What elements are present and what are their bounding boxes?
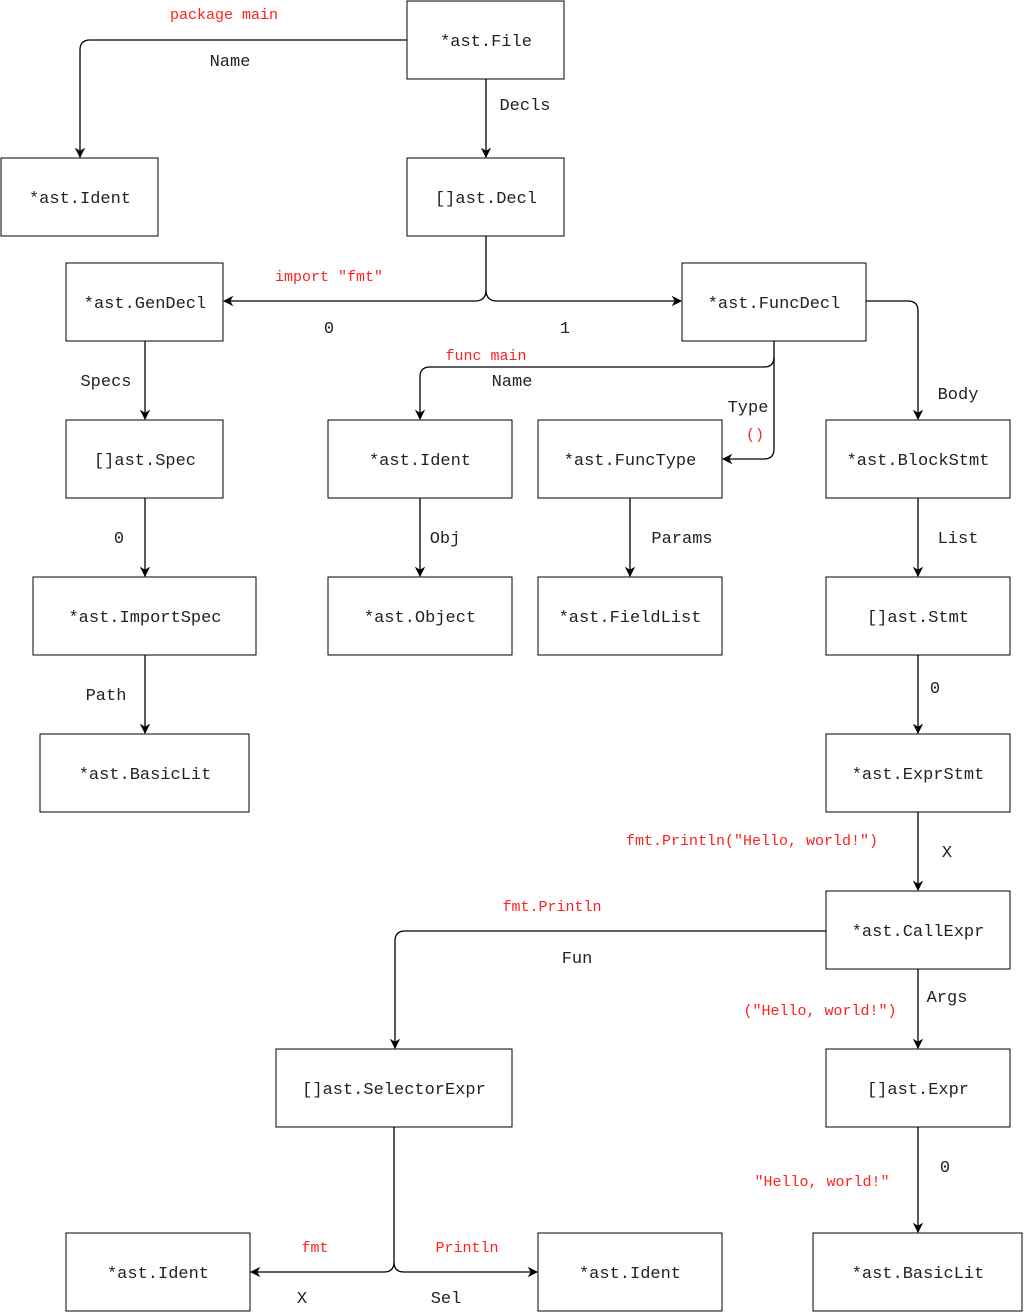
annotation: import "fmt"	[275, 269, 383, 286]
node-label: []ast.Spec	[94, 452, 196, 471]
edge-funcdecl-body	[866, 300, 924, 421]
node-label: *ast.Ident	[107, 1265, 209, 1284]
node-label: *ast.File	[440, 33, 532, 52]
node-label: *ast.BasicLit	[79, 766, 212, 785]
edge-label: X	[297, 1290, 307, 1309]
edge-label: X	[942, 844, 952, 863]
edge-funcdecl-type	[721, 357, 775, 465]
node-label: *ast.Object	[364, 609, 476, 628]
edge-label: Name	[210, 53, 251, 72]
annotation: func main	[445, 348, 526, 365]
annotation: Println	[435, 1240, 498, 1257]
edge-label: 0	[940, 1159, 950, 1178]
node-importspec[interactable]: *ast.ImportSpec	[32, 576, 257, 656]
node-label: *ast.FuncDecl	[708, 295, 841, 314]
node-exprstmt[interactable]: *ast.ExprStmt	[825, 733, 1011, 813]
node-label: []ast.SelectorExpr	[302, 1081, 486, 1100]
node-specs[interactable]: []ast.Spec	[65, 419, 224, 499]
node-label: *ast.ExprStmt	[852, 766, 985, 785]
edge-label: Fun	[562, 950, 593, 969]
node-callexpr[interactable]: *ast.CallExpr	[825, 890, 1011, 970]
node-label: *ast.Ident	[29, 190, 131, 209]
node-label: []ast.Stmt	[867, 609, 969, 628]
node-blockstmt[interactable]: *ast.BlockStmt	[825, 419, 1011, 499]
node-label: *ast.Ident	[579, 1265, 681, 1284]
node-func-ident[interactable]: *ast.Ident	[327, 419, 513, 499]
node-label: *ast.FieldList	[559, 609, 702, 628]
annotation: ()	[746, 427, 764, 444]
edge-label: Sel	[431, 1290, 462, 1309]
annotations: package main import "fmt" func main () f…	[170, 7, 897, 1257]
edge-decl-1	[485, 289, 683, 307]
node-label: *ast.CallExpr	[852, 923, 985, 942]
edge-label: List	[938, 530, 979, 549]
node-label: *ast.BlockStmt	[847, 452, 990, 471]
edge-label: Specs	[80, 373, 131, 392]
node-object[interactable]: *ast.Object	[327, 576, 513, 656]
node-basiclit-path[interactable]: *ast.BasicLit	[39, 733, 250, 813]
node-ident-x[interactable]: *ast.Ident	[65, 1232, 251, 1312]
node-stmts[interactable]: []ast.Stmt	[825, 576, 1011, 656]
node-fieldlist[interactable]: *ast.FieldList	[537, 576, 723, 656]
node-funcdecl[interactable]: *ast.FuncDecl	[681, 262, 867, 342]
annotation: fmt.Println("Hello, world!")	[626, 833, 878, 850]
node-gendecl[interactable]: *ast.GenDecl	[65, 262, 224, 342]
edge-call-fun	[389, 930, 826, 1050]
edge-label: Obj	[430, 530, 461, 549]
edge-label: Path	[86, 687, 127, 706]
edge-sel-sel	[393, 1261, 539, 1278]
node-decls[interactable]: []ast.Decl	[406, 157, 565, 237]
node-exprs[interactable]: []ast.Expr	[825, 1048, 1011, 1128]
node-functype[interactable]: *ast.FuncType	[537, 419, 723, 499]
edge-label: 1	[560, 320, 570, 339]
edge-label: Name	[492, 373, 533, 392]
edge-label: 0	[324, 320, 334, 339]
edge-labels: Name Decls 0 1 Specs Name Type Body 0 Ob…	[80, 53, 978, 1309]
edge-label: Decls	[499, 97, 550, 116]
node-label: []ast.Decl	[435, 190, 537, 209]
edge-label: Args	[927, 989, 968, 1008]
edge-label: 0	[930, 680, 940, 699]
node-file[interactable]: *ast.File	[406, 0, 565, 80]
node-ident-name[interactable]: *ast.Ident	[0, 157, 159, 237]
edge-file-name	[74, 39, 407, 159]
edge-label: 0	[114, 530, 124, 549]
annotation: fmt	[301, 1240, 328, 1257]
edge-label: Params	[651, 530, 712, 549]
node-ident-sel[interactable]: *ast.Ident	[537, 1232, 723, 1312]
node-label: *ast.Ident	[369, 452, 471, 471]
edges	[74, 39, 924, 1278]
node-label: *ast.GenDecl	[84, 295, 206, 314]
annotation: fmt.Println	[502, 899, 601, 916]
node-label: *ast.FuncType	[564, 452, 697, 471]
node-label: *ast.BasicLit	[852, 1265, 985, 1284]
annotation: "Hello, world!"	[754, 1174, 889, 1191]
annotation: ("Hello, world!")	[743, 1003, 896, 1020]
annotation: package main	[170, 7, 278, 24]
node-label: []ast.Expr	[867, 1081, 969, 1100]
edge-label: Type	[728, 399, 769, 418]
node-basiclit-arg[interactable]: *ast.BasicLit	[812, 1232, 1023, 1312]
edge-label: Body	[938, 386, 979, 405]
node-label: *ast.ImportSpec	[68, 609, 221, 628]
node-selectorexpr[interactable]: []ast.SelectorExpr	[275, 1048, 513, 1128]
